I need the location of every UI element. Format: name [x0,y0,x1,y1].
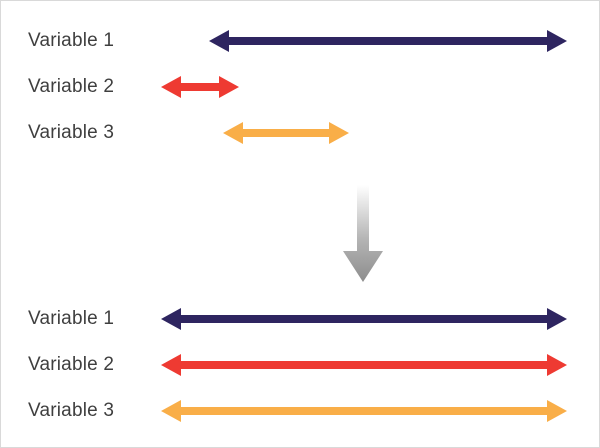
double-arrow-icon [161,76,239,98]
after-arrow-variable-3 [161,400,567,422]
after-row-variable-3: Variable 3 [1,391,599,431]
before-label-variable-3: Variable 3 [28,122,115,143]
after-row-variable-2: Variable 2 [1,345,599,385]
double-arrow-icon [209,30,567,52]
down-arrow-icon [343,185,383,282]
before-row-variable-1: Variable 1 [1,21,599,61]
double-arrow-icon [161,354,567,376]
after-label-variable-2: Variable 2 [28,354,115,375]
after-arrow-variable-1 [161,308,567,330]
after-arrow-variable-2 [161,354,567,376]
after-label-variable-1: Variable 1 [28,308,115,329]
before-arrow-variable-1 [209,30,567,52]
before-label-variable-2: Variable 2 [28,76,115,97]
after-label-variable-3: Variable 3 [28,400,115,421]
double-arrow-icon [161,400,567,422]
before-row-variable-2: Variable 2 [1,67,599,107]
before-panel: Variable 1 Variable 2 Variable 3 [1,21,599,161]
transformation-down-arrow [337,181,389,287]
after-row-variable-1: Variable 1 [1,299,599,339]
double-arrow-icon [223,122,349,144]
before-row-variable-3: Variable 3 [1,113,599,153]
after-panel: Variable 1 Variable 2 Variable 3 [1,299,599,439]
double-arrow-icon [161,308,567,330]
before-label-variable-1: Variable 1 [28,30,115,51]
before-arrow-variable-2 [161,76,239,98]
before-arrow-variable-3 [223,122,349,144]
